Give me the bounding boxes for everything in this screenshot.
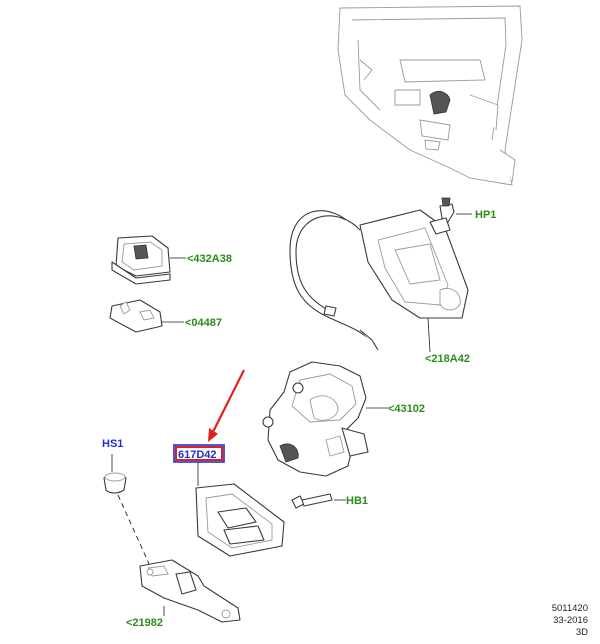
hs1-screw xyxy=(103,454,151,567)
tailgate-panel xyxy=(337,5,523,186)
callout-hs1: HS1 xyxy=(102,438,123,450)
handle-cover-617d42 xyxy=(195,462,285,557)
highlight-box-outer xyxy=(173,444,225,463)
callout-432a38: <432A38 xyxy=(187,253,232,265)
reference-code: 5011420 33-2016 3D xyxy=(552,603,588,639)
bracket-plate-21982 xyxy=(139,559,241,623)
red-arrow-icon xyxy=(208,369,245,442)
callout-43102: <43102 xyxy=(388,403,425,415)
callout-04487: <04487 xyxy=(185,317,222,329)
reference-line-2: 33-2016 xyxy=(553,615,588,626)
callout-218a42: <218A42 xyxy=(425,353,470,365)
hb1-bolt xyxy=(291,493,346,509)
hp1-clip xyxy=(439,197,472,223)
highlight-box-inner xyxy=(175,446,223,461)
bracket-04487 xyxy=(109,299,184,333)
callout-617d42: 617D42 xyxy=(178,449,217,461)
callout-21982: <21982 xyxy=(126,617,163,629)
tailgate-latch-43102 xyxy=(262,361,388,477)
callout-hb1: HB1 xyxy=(346,495,368,507)
latch-actuator-218a42 xyxy=(289,209,469,353)
reference-line-1: 5011420 xyxy=(551,603,588,614)
reference-line-3: 3D xyxy=(575,627,588,638)
callout-hp1: HP1 xyxy=(475,209,496,221)
switch-432a38 xyxy=(111,235,186,285)
